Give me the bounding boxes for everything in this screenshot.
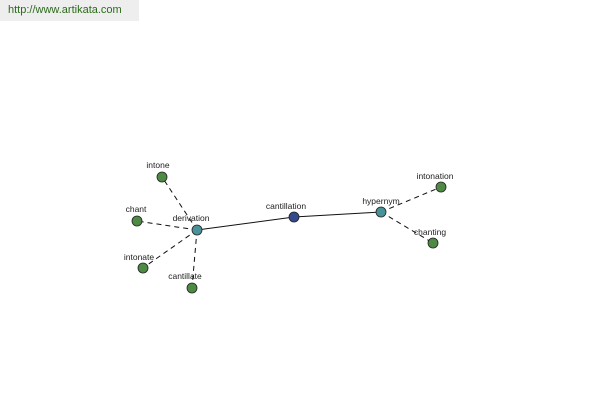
- node-intonate[interactable]: [137, 262, 149, 274]
- node-hypernym[interactable]: [375, 206, 387, 218]
- edge-cantillation-hypernym: [293, 211, 382, 218]
- edge-cantillation-derivation: [196, 216, 295, 231]
- node-cantillation[interactable]: [288, 211, 300, 223]
- label-cantillation[interactable]: cantillation: [266, 201, 306, 211]
- node-intonation[interactable]: [435, 181, 447, 193]
- label-hypernym[interactable]: hypernym: [362, 196, 399, 206]
- label-derivation[interactable]: derivation: [173, 213, 210, 223]
- edge-hypernym-chanting: [380, 211, 434, 244]
- label-intone[interactable]: intone: [146, 160, 169, 170]
- site-url-banner[interactable]: http://www.artikata.com: [0, 0, 139, 21]
- label-chant[interactable]: chant: [126, 204, 147, 214]
- node-chanting[interactable]: [427, 237, 439, 249]
- label-cantillate[interactable]: cantillate: [168, 271, 202, 281]
- node-chant[interactable]: [131, 215, 143, 227]
- node-intone[interactable]: [156, 171, 168, 183]
- edge-derivation-chant: [136, 220, 198, 231]
- node-cantillate[interactable]: [186, 282, 198, 294]
- edge-derivation-intone: [161, 176, 198, 231]
- label-intonate[interactable]: intonate: [124, 252, 155, 262]
- edge-derivation-cantillate: [191, 229, 198, 289]
- edge-hypernym-intonation: [380, 186, 442, 213]
- label-intonation[interactable]: intonation: [417, 171, 454, 181]
- edge-derivation-intonate: [142, 229, 198, 269]
- node-derivation[interactable]: [191, 224, 203, 236]
- label-chanting[interactable]: chanting: [414, 227, 446, 237]
